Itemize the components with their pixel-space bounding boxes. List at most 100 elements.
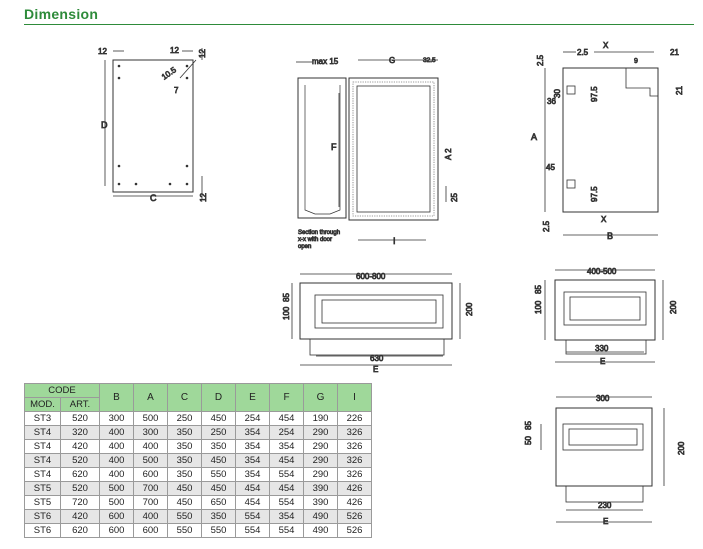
table-cell: ST4	[24, 467, 61, 482]
table-cell: 620	[60, 467, 100, 482]
table-cell: ST4	[24, 453, 61, 468]
table-cell: 354	[269, 439, 304, 454]
table-cell: 320	[60, 425, 100, 440]
table-cell: 290	[303, 439, 338, 454]
table-cell: 300	[99, 411, 134, 426]
table-cell: 254	[269, 425, 304, 440]
table-cell: 526	[337, 509, 372, 524]
table-cell: 526	[337, 523, 372, 538]
table-cell: 450	[201, 453, 236, 468]
front-dim-right-top: 12	[198, 49, 207, 58]
col-header: C	[167, 383, 202, 412]
table-cell: 400	[99, 453, 134, 468]
side-label-x-top: X	[603, 41, 609, 50]
table-cell: 190	[303, 411, 338, 426]
table-cell: 490	[303, 509, 338, 524]
table-cell: 390	[303, 495, 338, 510]
section-dim-f: F	[331, 142, 337, 152]
table-cell: 454	[269, 453, 304, 468]
side-dim-30: 30	[553, 89, 562, 98]
medium-dim-left-85: 85	[534, 285, 543, 294]
small-dim-inner: 230	[598, 501, 612, 510]
table-cell: 250	[167, 411, 202, 426]
front-dim-top-right: 12	[170, 46, 179, 55]
side-label-x-bottom: X	[601, 215, 607, 224]
section-caption-3: open	[298, 244, 311, 250]
table-cell: 600	[99, 523, 134, 538]
table-cell: 554	[235, 509, 270, 524]
side-view-drawing: 2.5 2.5 X 21 9 21 30 97.5 36 A 45 97.5 X…	[531, 41, 685, 242]
table-cell: 600	[133, 523, 168, 538]
code-header: CODE	[24, 383, 100, 398]
side-dim-21a: 21	[670, 48, 679, 57]
medium-dim-inner: 330	[595, 344, 609, 353]
table-cell: 400	[133, 439, 168, 454]
side-dim-top-b: 2.5	[577, 48, 589, 57]
front-view-drawing: 12 12 12 10.5 7 D C 12	[98, 46, 209, 204]
table-cell: 450	[167, 495, 202, 510]
table-cell: 400	[99, 425, 134, 440]
table-cell: 520	[60, 453, 100, 468]
table-cell: 226	[337, 411, 372, 426]
table-cell: 350	[167, 439, 202, 454]
large-dim-outer: E	[373, 365, 378, 374]
front-dim-width: C	[150, 193, 157, 203]
col-header: E	[235, 383, 270, 412]
bottom-view-small-drawing: 300 50 85 200 230 E	[524, 394, 687, 527]
side-dim-975a: 97.5	[590, 86, 599, 102]
table-cell: 520	[60, 411, 100, 426]
table-cell: 326	[337, 439, 372, 454]
table-cell: 700	[133, 481, 168, 496]
large-dim-top: 600-800	[356, 272, 386, 281]
section-view-drawing: max 15 G 32.5 F A 2 25 I Section through…	[296, 56, 459, 250]
small-dim-left-85: 85	[524, 421, 533, 430]
side-dim-9: 9	[634, 58, 638, 65]
table-cell: 700	[133, 495, 168, 510]
table-cell: 620	[60, 523, 100, 538]
side-dim-45: 45	[546, 163, 555, 172]
table-cell: ST3	[24, 411, 61, 426]
table-cell: 426	[337, 495, 372, 510]
section-dim-a2: A 2	[444, 148, 453, 160]
medium-dim-right-200: 200	[669, 300, 678, 314]
small-dim-right-200: 200	[677, 441, 686, 455]
front-dim-top-left: 12	[98, 47, 107, 56]
table-cell: 600	[99, 509, 134, 524]
table-cell: 454	[269, 411, 304, 426]
table-cell: 354	[235, 453, 270, 468]
table-cell: ST6	[24, 523, 61, 538]
table-cell: 400	[133, 509, 168, 524]
table-cell: 450	[201, 411, 236, 426]
section-caption-2: x-x with door	[298, 237, 332, 243]
table-cell: ST6	[24, 509, 61, 524]
table-cell: 254	[235, 411, 270, 426]
large-dim-right-200: 200	[465, 302, 474, 316]
side-dim-a: A	[531, 132, 537, 142]
table-cell: 354	[235, 439, 270, 454]
table-cell: 450	[201, 481, 236, 496]
bottom-view-medium-drawing: 400-500 100 85 200 330 E	[534, 267, 679, 367]
table-cell: ST4	[24, 439, 61, 454]
section-dim-g: G	[389, 56, 395, 65]
table-cell: 326	[337, 425, 372, 440]
table-cell: 290	[303, 467, 338, 482]
table-cell: 354	[235, 467, 270, 482]
col-header: A	[133, 383, 168, 412]
table-cell: 554	[269, 523, 304, 538]
table-cell: 426	[337, 481, 372, 496]
table-cell: 550	[201, 523, 236, 538]
small-dim-top: 300	[596, 394, 610, 403]
bottom-view-large-drawing: 600-800 100 85 200 630 E	[282, 272, 475, 375]
section-dim-i: I	[393, 236, 396, 246]
large-dim-left-100: 100	[282, 306, 291, 320]
table-cell: 400	[99, 439, 134, 454]
side-dim-36: 36	[547, 97, 556, 106]
